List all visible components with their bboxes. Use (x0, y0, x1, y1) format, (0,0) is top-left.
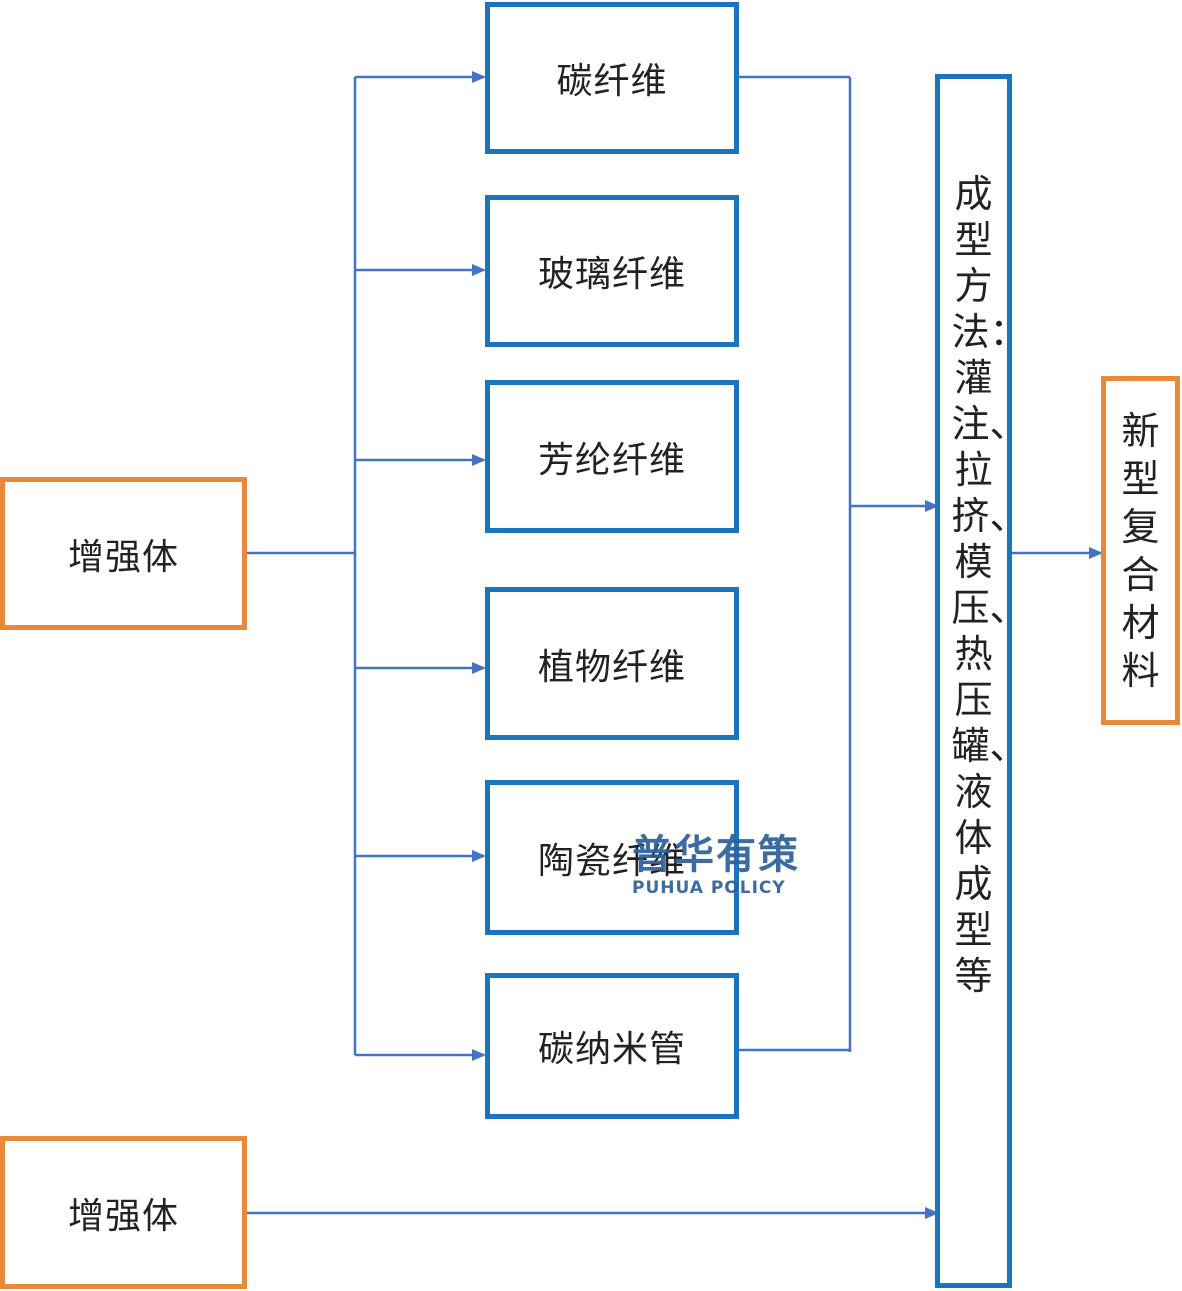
fiber-label-carbon: 碳纤维 (556, 61, 668, 102)
fiber-label-glass: 玻璃纤维 (537, 254, 686, 295)
fiber-label-nanotube: 碳纳米管 (537, 1029, 686, 1070)
watermark: 普华有策 PUHUA POLICY (632, 822, 802, 898)
new-composite-label: 新型复合材料 (1121, 408, 1160, 693)
fiber-box-plant: 植物纤维 (485, 587, 739, 740)
reinforcement-box-bottom: 增强体 (0, 1136, 247, 1289)
reinforcement-label-top: 增强体 (67, 536, 179, 578)
fiber-box-nanotube: 碳纳米管 (485, 973, 739, 1119)
fiber-box-aramid: 芳纶纤维 (485, 380, 739, 533)
fiber-label-ceramic: 陶瓷纤维 (538, 840, 687, 882)
forming-method-label: 成型方法：灌注、拉挤、模压、热压罐、液体成型等 (951, 172, 1028, 998)
fiber-box-ceramic: 陶瓷纤维 (485, 780, 739, 935)
fiber-box-carbon: 碳纤维 (485, 2, 739, 154)
new-composite-box: 新型复合材料 (1101, 376, 1180, 725)
reinforcement-box-top: 增强体 (0, 477, 247, 630)
watermark-english: PUHUA POLICY (632, 878, 786, 898)
watermark-chinese: 普华有策 (632, 832, 800, 878)
reinforcement-label-bottom: 增强体 (67, 1195, 179, 1237)
fiber-box-glass: 玻璃纤维 (485, 195, 739, 347)
fiber-label-aramid: 芳纶纤维 (537, 439, 686, 481)
fiber-label-plant: 植物纤维 (537, 646, 686, 688)
forming-method-box: 成型方法：灌注、拉挤、模压、热压罐、液体成型等 (935, 74, 1028, 1288)
